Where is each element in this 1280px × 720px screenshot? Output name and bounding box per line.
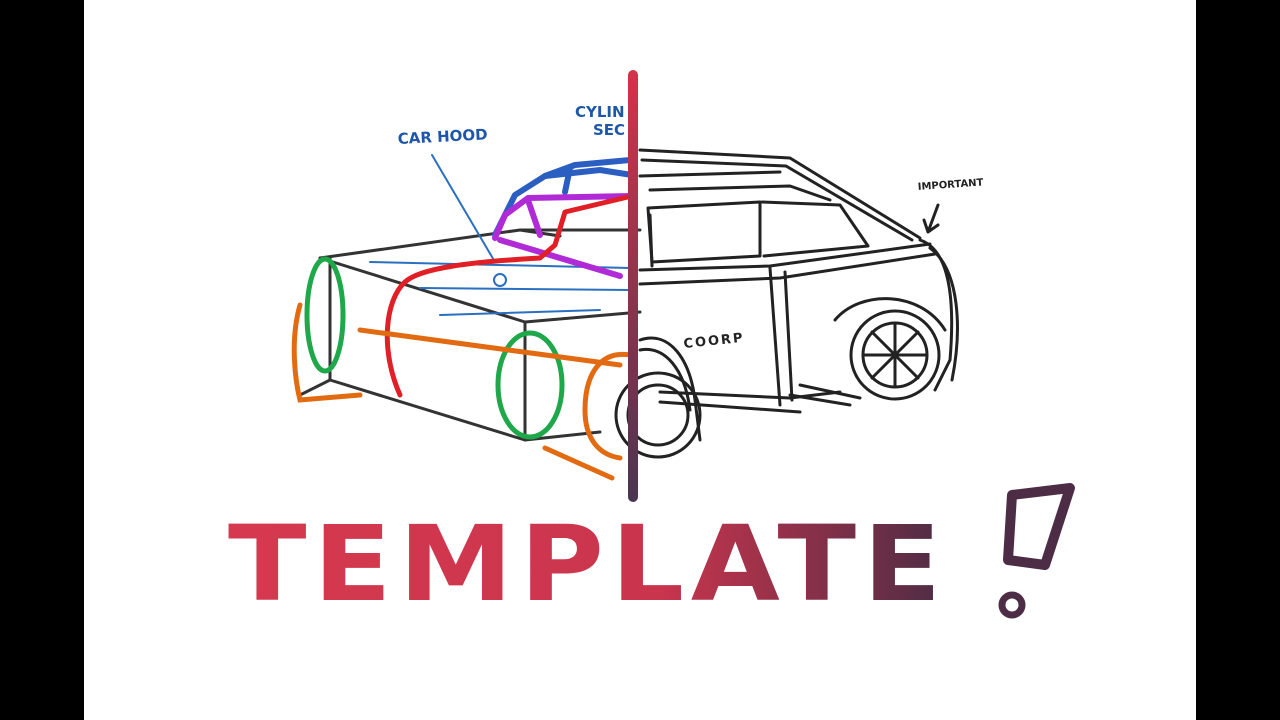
ink-car-body [614, 148, 959, 459]
template-title: TEMPLATE [228, 503, 948, 625]
cabin-outline-purple [492, 193, 635, 279]
wheel-cylinders-green [304, 256, 565, 440]
wheel-arcs-orange [291, 302, 633, 481]
drawing-canvas: CAR HOOD CYLIN SEC IMPORTANT COORP TEMPL… [84, 0, 1196, 720]
exclamation-mark [998, 483, 1075, 619]
car-sketch-illustration: CAR HOOD CYLIN SEC IMPORTANT COORP TEMPL… [228, 70, 1075, 625]
brand-label: COORP [683, 331, 745, 352]
center-divider [628, 70, 638, 502]
cylinder-label-line2: SEC [593, 121, 625, 139]
car-hood-label: CAR HOOD [397, 125, 488, 148]
center-section-red [384, 193, 635, 398]
hood-guides [369, 154, 631, 316]
cylinder-label-line1: CYLIN [575, 103, 625, 121]
cabin-outline-blue [492, 157, 635, 238]
important-label: IMPORTANT [917, 177, 984, 193]
